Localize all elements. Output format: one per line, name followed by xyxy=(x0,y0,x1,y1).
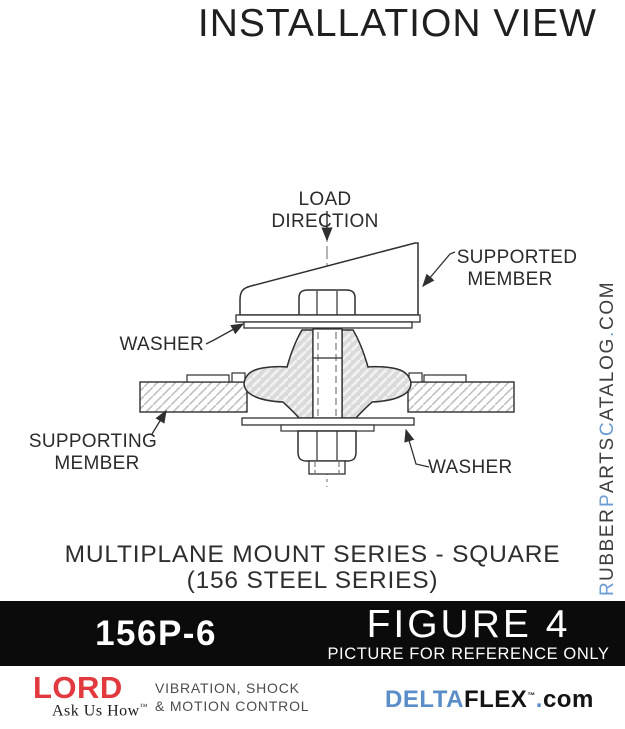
label-supporting-member-1: SUPPORTING xyxy=(29,431,157,452)
label-washer-bottom: WASHER xyxy=(428,457,513,478)
supported-member-wedge xyxy=(239,242,419,316)
label-supported-member-1: SUPPORTED xyxy=(457,247,578,268)
watermark-seg: ATALOG xyxy=(597,337,618,421)
caption-series-sub: (156 STEEL SERIES) xyxy=(186,567,439,594)
top-washer xyxy=(235,314,421,329)
caption-series: MULTIPLANE MOUNT SERIES - SQUARE xyxy=(64,541,561,568)
figure-note: PICTURE FOR REFERENCE ONLY xyxy=(327,644,610,663)
watermark-seg: C xyxy=(597,420,618,437)
services-text: VIBRATION, SHOCK & MOTION CONTROL xyxy=(155,680,310,714)
deltaflex-delta: DELTA xyxy=(385,686,464,713)
bottom-washer xyxy=(241,417,415,432)
lord-logo: LORD xyxy=(33,670,123,705)
bolt-tip xyxy=(308,460,346,475)
label-supported-member-2: MEMBER xyxy=(467,269,552,290)
figure-info: FIGURE 4 PICTURE FOR REFERENCE ONLY xyxy=(312,601,625,666)
watermark-seg: . xyxy=(597,330,618,337)
deltaflex-flex: FLEX xyxy=(463,686,528,713)
figure-label: FIGURE 4 xyxy=(366,602,571,646)
leader-lines xyxy=(151,251,456,468)
watermark-seg: ARTS xyxy=(597,436,618,493)
trademark-icon: ™ xyxy=(139,702,149,711)
label-supporting-member-2: MEMBER xyxy=(54,453,139,474)
watermark-seg: UBBER xyxy=(597,507,618,581)
installation-diagram: LOAD DIRECTION SUPPORTED MEMBER WASHER S… xyxy=(29,189,578,487)
deltaflex-com: com xyxy=(542,686,594,713)
label-load-direction-1: LOAD xyxy=(299,189,352,210)
part-number: 156P-6 xyxy=(95,613,217,653)
supporting-member-plate xyxy=(139,372,515,413)
watermark-seg: COM xyxy=(597,280,618,331)
bolt-shaft xyxy=(312,328,343,419)
watermark-seg: R xyxy=(597,580,618,596)
deltaflex-logo: DELTAFLEX™.com xyxy=(385,686,594,714)
page-title: INSTALLATION VIEW xyxy=(197,2,597,45)
hex-nut xyxy=(297,430,357,462)
lord-tagline: Ask Us How™ xyxy=(52,702,149,720)
deltaflex-dot: . xyxy=(535,686,543,713)
trademark-icon: ™ xyxy=(527,691,536,700)
bolt-head xyxy=(298,289,356,316)
label-washer-top: WASHER xyxy=(120,334,205,355)
footer: LORD Ask Us How™ VIBRATION, SHOCK & MOTI… xyxy=(0,666,625,729)
rubber-mount xyxy=(243,329,412,419)
figure-bar: 156P-6 FIGURE 4 PICTURE FOR REFERENCE ON… xyxy=(0,601,625,666)
watermark-seg: P xyxy=(597,492,618,508)
label-load-direction-2: DIRECTION xyxy=(271,211,378,232)
